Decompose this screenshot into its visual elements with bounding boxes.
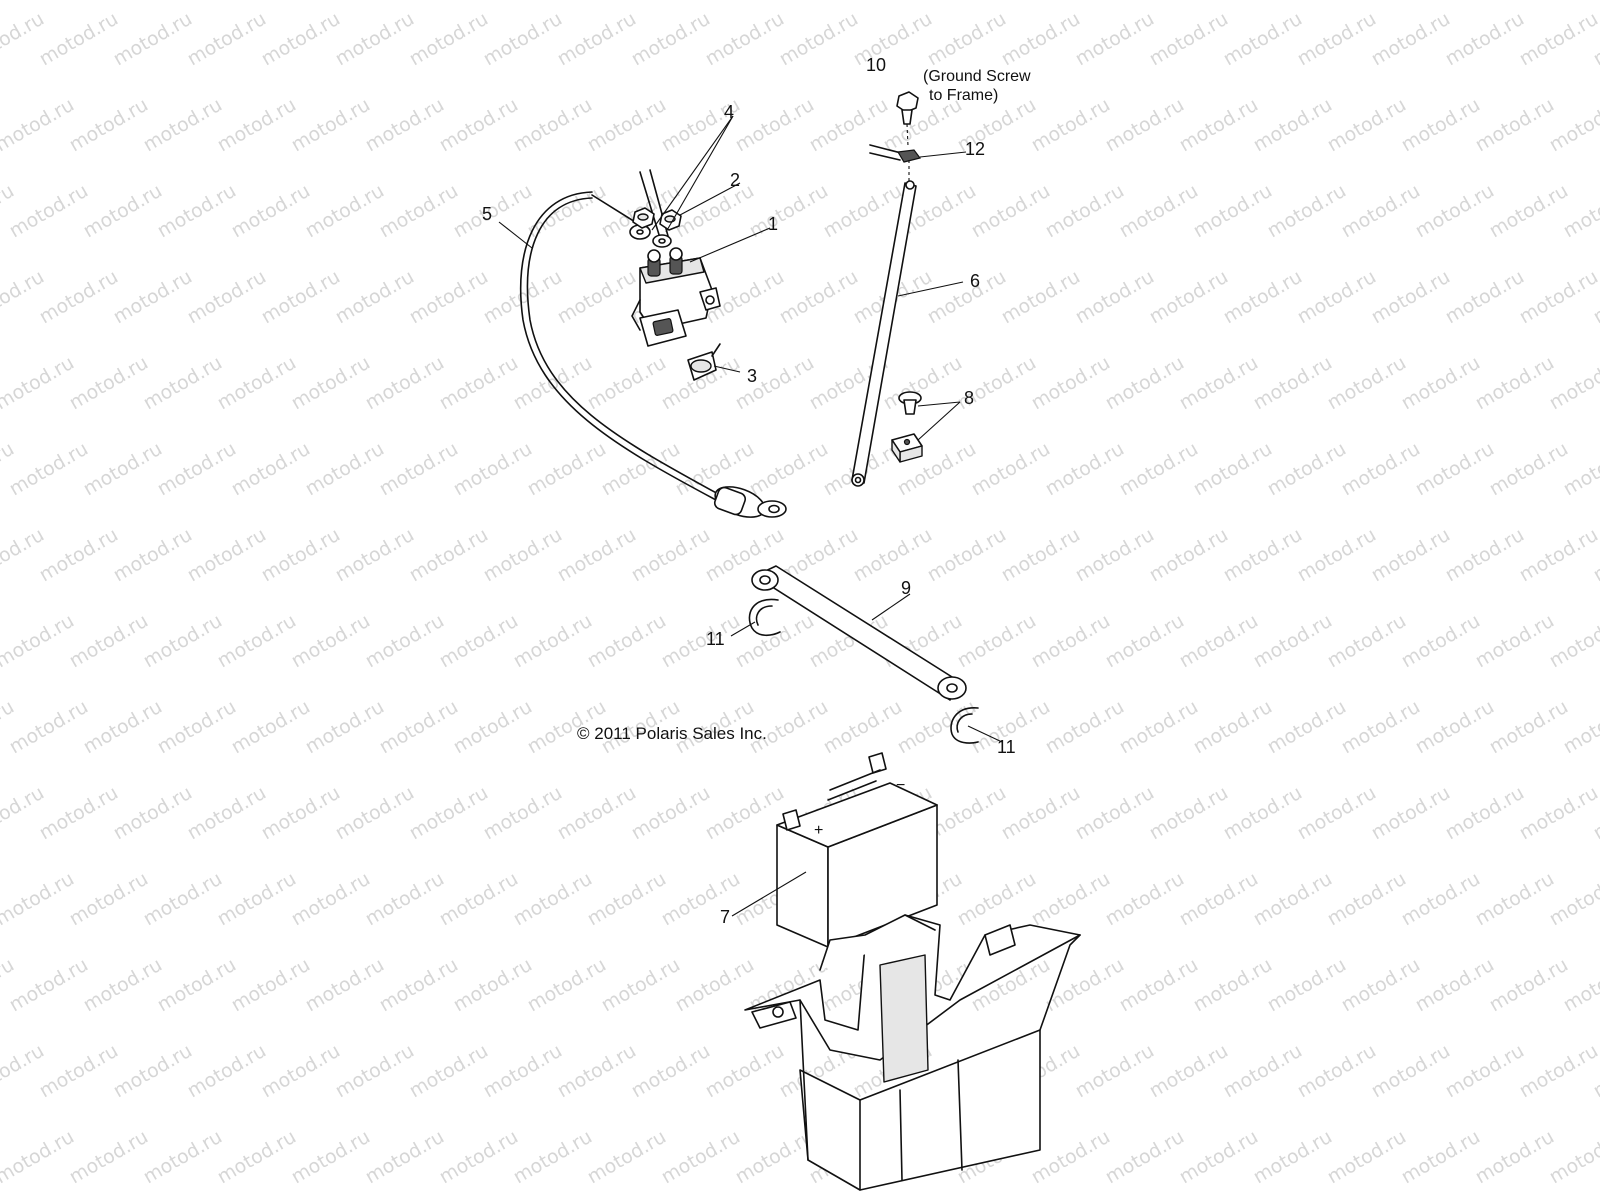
battery: + −	[776, 752, 938, 948]
callout-7: 7	[720, 907, 730, 927]
callout-numbers: 1 2 3 4 5 6 7 8 9 10 11 11 12	[482, 55, 1016, 927]
callout-8: 8	[964, 388, 974, 408]
copyright-text: © 2011 Polaris Sales Inc.	[577, 724, 767, 743]
callout-12: 12	[965, 139, 985, 159]
battery-minus-mark: −	[896, 777, 905, 794]
ground-cable	[851, 180, 917, 487]
note-line-2: to Frame)	[929, 87, 998, 104]
callout-4: 4	[724, 102, 734, 122]
callout-1: 1	[768, 214, 778, 234]
callout-6: 6	[970, 271, 980, 291]
starter-cable	[629, 169, 672, 248]
battery-box	[744, 914, 1081, 1191]
retaining-clip	[748, 598, 979, 744]
ground-screw-note: (Ground Screw to Frame)	[923, 68, 1031, 104]
positive-cable	[519, 191, 787, 518]
callout-10: 10	[866, 55, 886, 75]
note-line-1: (Ground Screw	[923, 68, 1031, 85]
callout-5: 5	[482, 204, 492, 224]
battery-hold-down-strap	[751, 565, 967, 701]
callout-3: 3	[747, 366, 757, 386]
push-fastener-and-clip	[891, 391, 923, 463]
leader-lines	[498, 115, 1003, 917]
battery-plus-mark: +	[814, 822, 823, 839]
callout-11-right: 11	[997, 737, 1016, 757]
terminal-nut	[632, 207, 682, 231]
ground-screw	[896, 91, 919, 147]
starter-solenoid	[631, 247, 721, 347]
mounting-screw	[687, 343, 721, 381]
callout-9: 9	[901, 578, 911, 598]
callout-2: 2	[730, 170, 740, 190]
star-washer	[869, 144, 922, 183]
callout-11-left: 11	[706, 629, 725, 649]
